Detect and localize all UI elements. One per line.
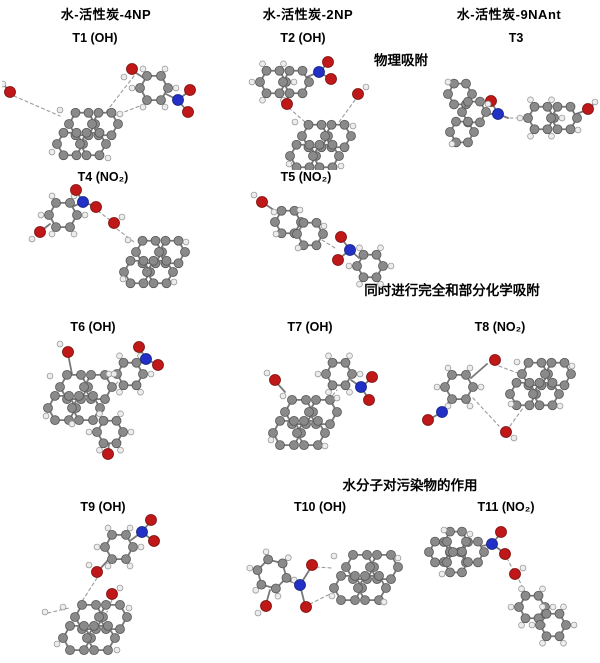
molecule-t7 [263, 352, 378, 451]
column-header-1: 水-活性炭-4NP [60, 7, 152, 22]
molecule-t8 [422, 354, 576, 442]
molecule-t9 [41, 514, 160, 656]
panel-title-t1: T1 (OH) [72, 31, 118, 45]
molecule-t5 [250, 191, 395, 288]
panel-title-t3: T3 [508, 31, 524, 45]
panel-title-t2: T2 (OH) [280, 31, 326, 45]
panel-title-t4: T4 (NO₂) [77, 170, 129, 184]
section-label-2: 同时进行完全和部分化学吸附 [364, 283, 540, 298]
panel-title-t5: T5 (NO₂) [280, 170, 332, 184]
panel-title-t11: T11 (NO₂) [477, 500, 535, 514]
molecule-t11 [424, 526, 578, 647]
molecule-t1 [2, 63, 196, 162]
molecule-t4 [28, 184, 190, 289]
section-label-1: 物理吸附 [374, 53, 428, 68]
panel-title-t9: T9 (OH) [80, 500, 126, 514]
column-header-2: 水-活性炭-2NP [262, 7, 354, 22]
column-header-3: 水-活性炭-9NAnt [456, 7, 562, 22]
molecule-t3 [443, 78, 599, 148]
panel-title-t10: T10 (OH) [293, 500, 347, 514]
panel-title-t8: T8 (NO₂) [474, 320, 526, 334]
molecule-t2 [248, 56, 370, 170]
molecule-t6 [42, 340, 164, 460]
molecule-t10 [246, 548, 403, 617]
section-label-3: 水分子对污染物的作用 [342, 478, 478, 493]
panel-title-t6: T6 (OH) [70, 320, 116, 334]
panel-title-t7: T7 (OH) [287, 320, 333, 334]
